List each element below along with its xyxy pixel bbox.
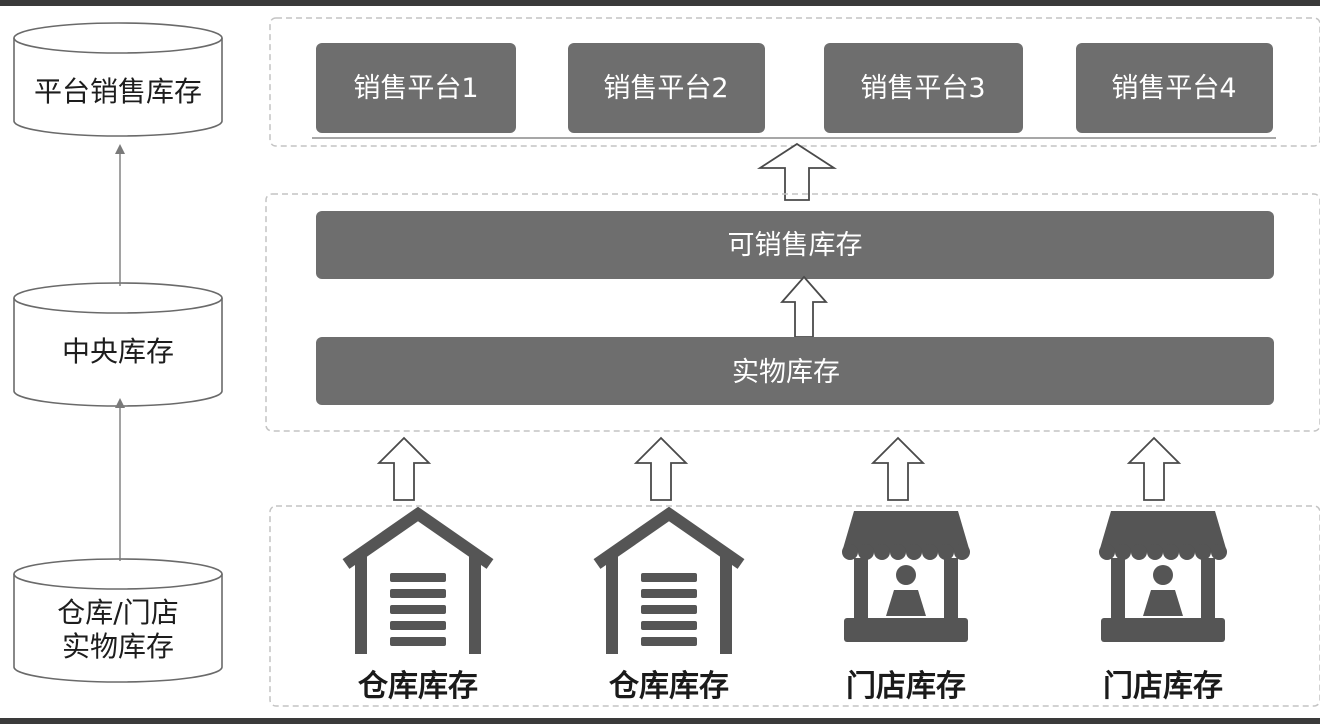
cylinder-label-physical-line1: 仓库/门店: [57, 596, 178, 629]
source-4-label: 门店库存: [1103, 669, 1223, 704]
sellable-inventory-bar: 可销售库存: [316, 211, 1274, 279]
source-1: 仓库库存: [342, 506, 494, 704]
cylinder-central-inventory: 中央库存: [13, 282, 223, 407]
source-2: 仓库库存: [593, 506, 745, 704]
platform-1-label: 销售平台1: [353, 73, 478, 104]
cylinder-platform-sales-inventory: 平台销售库存: [13, 22, 223, 137]
store-icon: [842, 511, 970, 642]
platform-1: 销售平台1: [316, 43, 516, 133]
source-2-label: 仓库库存: [609, 669, 729, 704]
hollow-arrow-source-3: [870, 436, 926, 501]
store-icon: [1099, 511, 1227, 642]
sellable-inventory-label: 可销售库存: [728, 230, 863, 261]
hollow-arrow-source-1: [376, 436, 432, 501]
platform-3: 销售平台3: [824, 43, 1023, 133]
thin-arrow-lower: [115, 398, 125, 561]
source-3-label: 门店库存: [846, 669, 966, 704]
thin-arrow-upper: [115, 144, 125, 286]
physical-inventory-label: 实物库存: [732, 357, 840, 388]
middle-layer-box: [265, 193, 1320, 432]
cylinder-label-central: 中央库存: [62, 335, 174, 368]
physical-inventory-bar: 实物库存: [316, 337, 1274, 405]
platform-3-label: 销售平台3: [860, 73, 985, 104]
hollow-arrow-to-platforms: [756, 142, 838, 201]
platform-4-label: 销售平台4: [1111, 73, 1236, 104]
cylinder-label-platform-sales: 平台销售库存: [34, 75, 202, 108]
warehouse-icon: [342, 506, 494, 654]
warehouse-icon: [593, 506, 745, 654]
source-3: 门店库存: [842, 511, 970, 704]
platform-2-label: 销售平台2: [603, 73, 728, 104]
platform-4: 销售平台4: [1076, 43, 1273, 133]
inventory-diagram: 平台销售库存 中央库存 仓库/门店 实物库存 销售平台1 销售平台2 销售平台3…: [13, 17, 1320, 707]
cylinder-label-physical-line2: 实物库存: [62, 630, 174, 663]
source-1-label: 仓库库存: [358, 669, 478, 704]
hollow-arrow-physical-to-sellable: [780, 275, 828, 338]
hollow-arrow-source-4: [1126, 436, 1182, 501]
cylinder-physical-inventory: 仓库/门店 实物库存: [13, 558, 223, 683]
source-layer-box: [269, 505, 1320, 707]
platform-2: 销售平台2: [568, 43, 765, 133]
hollow-arrow-source-2: [633, 436, 689, 501]
source-4: 门店库存: [1099, 511, 1227, 704]
